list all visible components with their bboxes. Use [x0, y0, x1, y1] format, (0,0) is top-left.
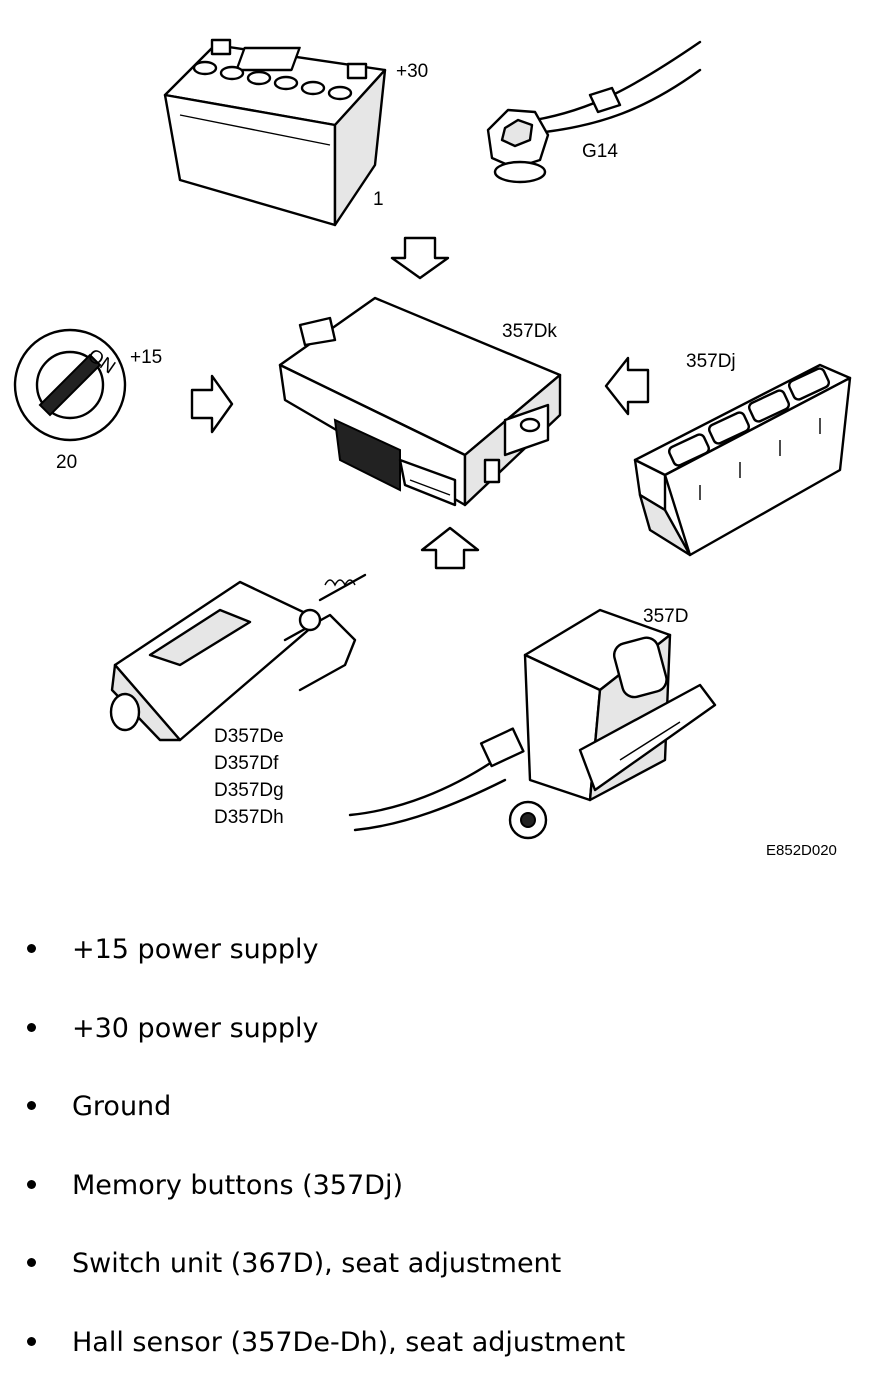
- memory-buttons-illustration: [633, 363, 852, 557]
- label-memory-buttons: 357Dj: [686, 351, 736, 372]
- hall-sensor-motor-illustration: [109, 573, 367, 742]
- bullet-dot-icon: [27, 1101, 36, 1111]
- label-ground-point: G14: [582, 141, 618, 162]
- bullet-item: Switch unit (367D), seat adjustment: [0, 1234, 880, 1313]
- control-module-illustration: [278, 296, 562, 507]
- label-hall-sensor: D357Df: [214, 753, 279, 774]
- bullet-dot-icon: [27, 1179, 36, 1189]
- bullet-text: +30 power supply: [72, 1012, 319, 1044]
- bullet-dot-icon: [27, 1022, 36, 1032]
- arrow-up-icon: [420, 526, 480, 570]
- label-control-module: 357Dk: [502, 321, 557, 342]
- label-ignition-terminal: +15: [130, 347, 162, 368]
- label-battery-number: 1: [373, 189, 384, 210]
- label-ignition-number: 20: [56, 452, 77, 473]
- label-battery-terminal: +30: [396, 61, 428, 82]
- ground-connection-illustration: [486, 40, 702, 184]
- label-hall-sensor: D357De: [214, 726, 284, 747]
- bullet-item: Hall sensor (357De-Dh), seat adjustment: [0, 1313, 880, 1392]
- bullet-dot-icon: [27, 1336, 36, 1346]
- arrow-down-icon: [390, 236, 450, 280]
- bullet-text: Ground: [72, 1091, 172, 1123]
- bullet-item: +30 power supply: [0, 999, 880, 1078]
- ignition-switch-illustration: [13, 328, 127, 442]
- bullet-dot-icon: [27, 944, 36, 953]
- bullet-item: Memory buttons (357Dj): [0, 1156, 880, 1235]
- bullet-text: Switch unit (367D), seat adjustment: [72, 1248, 562, 1280]
- bullet-item: Ground: [0, 1077, 880, 1156]
- seat-switch-unit-illustration: [348, 608, 717, 840]
- battery-illustration: [163, 38, 387, 227]
- bullet-text: +15 power supply: [72, 934, 319, 965]
- label-hall-sensor: D357Dg: [214, 780, 284, 801]
- label-hall-sensor: D357Dh: [214, 807, 284, 828]
- label-switch-unit: 357D: [643, 606, 688, 627]
- bullet-dot-icon: [27, 1258, 36, 1268]
- arrow-left-icon: [604, 356, 650, 416]
- component-diagram: +30 G14 1 357Dk +15 ON 20 357Dj 357D D35…: [13, 38, 852, 859]
- bullet-list: +15 power supply +30 power supply Ground…: [0, 920, 880, 1392]
- bullet-item: +15 power supply: [0, 920, 880, 999]
- figure-code: E852D020: [766, 842, 837, 859]
- bullet-text: Hall sensor (357De-Dh), seat adjustment: [72, 1326, 626, 1358]
- arrow-right-icon: [190, 374, 234, 434]
- bullet-text: Memory buttons (357Dj): [72, 1169, 403, 1201]
